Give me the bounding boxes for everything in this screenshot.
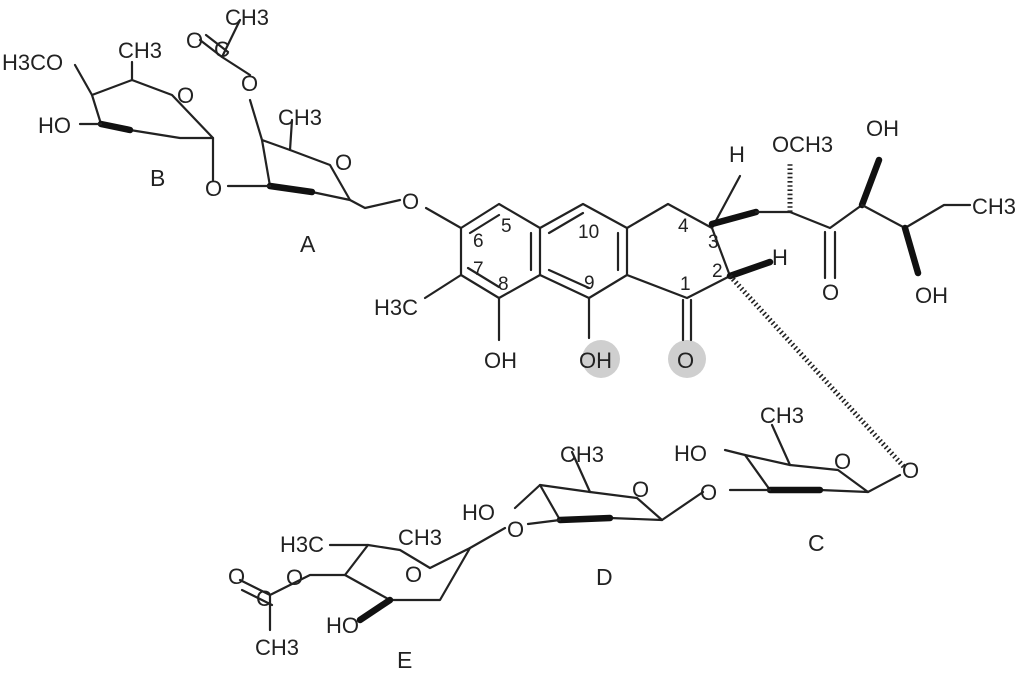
- highlight-9-oh: [582, 340, 620, 378]
- ring-label-d: D: [596, 564, 613, 590]
- ring-label-b: B: [150, 165, 165, 191]
- label-ring-o-e: O: [405, 562, 422, 587]
- position-2: 2: [712, 261, 723, 282]
- label-h3co-b: H3CO: [2, 50, 63, 75]
- label-ester-o-e: O: [286, 565, 303, 590]
- position-9: 9: [584, 273, 595, 294]
- sugar-a: [198, 18, 402, 210]
- label-ho-b: HO: [38, 113, 71, 138]
- position-7: 7: [473, 259, 484, 280]
- label-o-1: O: [677, 348, 694, 373]
- label-ch3-acetyl-a: CH3: [225, 5, 269, 30]
- position-1: 1: [680, 274, 691, 295]
- position-10: 10: [578, 222, 599, 243]
- label-ester-o-a: O: [241, 71, 258, 96]
- ring-label-e: E: [397, 647, 412, 673]
- label-ch3-c: CH3: [760, 403, 804, 428]
- position-6: 6: [473, 231, 484, 252]
- label-oh-8: OH: [484, 348, 517, 373]
- sugar-b: [73, 60, 215, 182]
- sugar-e: [238, 526, 507, 632]
- sugar-d: [513, 450, 705, 526]
- label-ring-o-b: O: [177, 83, 194, 108]
- label-h-3: H: [729, 142, 745, 167]
- label-link-o-cd: O: [700, 480, 717, 505]
- label-ring-o-a: O: [335, 150, 352, 175]
- label-acetyl-c-e: C: [256, 586, 272, 611]
- label-ch3-side: CH3: [972, 194, 1016, 219]
- label-ring-o-c: O: [834, 449, 851, 474]
- label-ring-o-d: O: [632, 477, 649, 502]
- label-oh-side-top: OH: [866, 116, 899, 141]
- label-ch3-b: CH3: [118, 38, 162, 63]
- position-4: 4: [678, 216, 689, 237]
- position-8: 8: [498, 274, 509, 295]
- label-ho-e: HO: [326, 613, 359, 638]
- label-link-o-de: O: [507, 517, 524, 542]
- label-ch3-acetyl-e: CH3: [255, 635, 299, 660]
- label-oh-side-bottom: OH: [915, 283, 948, 308]
- label-ch3-d: CH3: [560, 442, 604, 467]
- label-ch3-e: CH3: [398, 525, 442, 550]
- position-5: 5: [501, 216, 512, 237]
- label-acetyl-c-a: C: [214, 37, 230, 62]
- ring-label-c: C: [808, 530, 825, 556]
- label-h3c-e: H3C: [280, 532, 324, 557]
- ring-label-a: A: [300, 231, 316, 257]
- aglycone-skeleton: [423, 156, 972, 470]
- label-link-o-c: O: [902, 458, 919, 483]
- label-och3: OCH3: [772, 132, 833, 157]
- label-link-o-a: O: [402, 189, 419, 214]
- label-ho-c: HO: [674, 441, 707, 466]
- position-3: 3: [708, 232, 719, 253]
- label-h3c-7: H3C: [374, 295, 418, 320]
- label-acetyl-o-a: O: [186, 28, 203, 53]
- label-link-o-ba: O: [205, 176, 222, 201]
- sugar-c: [723, 423, 902, 494]
- label-o-side-ketone: O: [822, 280, 839, 305]
- label-oh-9: OH: [579, 348, 612, 373]
- highlight-1-carbonyl: [668, 340, 706, 378]
- label-acetyl-o-e: O: [228, 564, 245, 589]
- label-ho-d: HO: [462, 500, 495, 525]
- label-ch3-a: CH3: [278, 105, 322, 130]
- label-h-2: H: [772, 245, 788, 270]
